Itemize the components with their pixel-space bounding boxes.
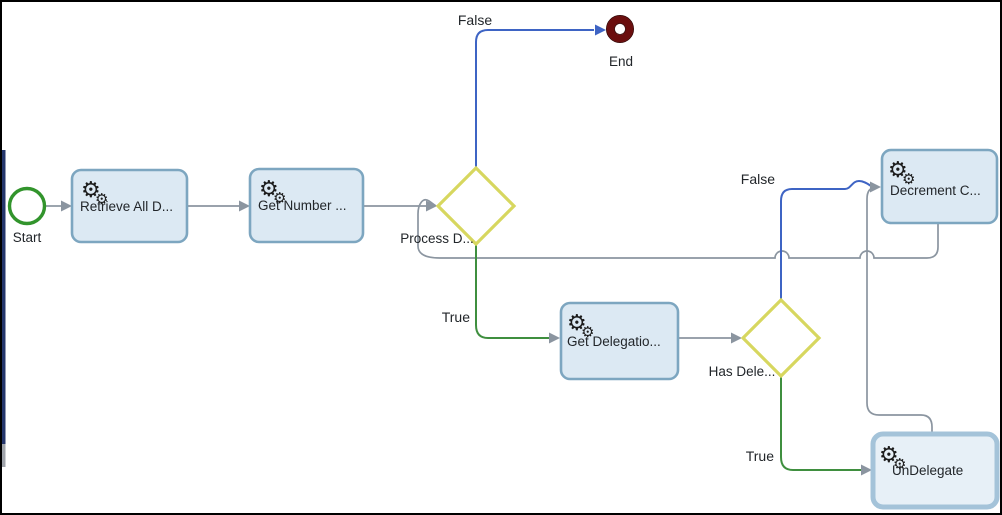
gears-icon: ⚙ ⚙: [879, 442, 906, 473]
arrowhead: [870, 181, 881, 193]
edge-hasdele-true-to-undelegate[interactable]: [780, 377, 872, 476]
arrowhead: [239, 200, 250, 212]
svg-text:⚙: ⚙: [273, 190, 286, 207]
task-label: Get Number ...: [258, 198, 347, 213]
task-label: Retrieve All D...: [80, 199, 173, 214]
arrowhead: [549, 332, 560, 344]
svg-text:⚙: ⚙: [567, 310, 587, 335]
left-panel-strip-lower: [2, 444, 6, 467]
task-label: UnDelegate: [892, 463, 963, 478]
edge-label-has-true: True: [746, 448, 774, 464]
edge-label-has-false: False: [741, 171, 775, 187]
edge-start-to-retrieve[interactable]: [45, 200, 72, 212]
arrowhead: [731, 332, 742, 344]
node-task-get-delegation[interactable]: ⚙ ⚙ Get Delegatio...: [559, 301, 680, 381]
gears-icon: ⚙ ⚙: [259, 176, 286, 207]
task-label: Get Delegatio...: [567, 334, 661, 349]
node-task-retrieve-all[interactable]: ⚙ ⚙ Retrieve All D...: [70, 168, 189, 244]
gears-icon: ⚙ ⚙: [81, 177, 108, 208]
edge-undelegate-to-decrement[interactable]: [866, 186, 933, 435]
node-task-decrement-counter[interactable]: ⚙ ⚙ Decrement C...: [880, 148, 999, 225]
node-task-get-number[interactable]: ⚙ ⚙ Get Number ...: [248, 167, 365, 244]
edge-decrement-to-processd[interactable]: [417, 199, 939, 259]
svg-text:⚙: ⚙: [81, 177, 101, 202]
svg-text:⚙: ⚙: [879, 442, 899, 467]
svg-text:⚙: ⚙: [888, 157, 908, 182]
gears-icon: ⚙ ⚙: [567, 310, 594, 341]
gears-icon: ⚙ ⚙: [888, 157, 915, 188]
node-start-event[interactable]: [7, 186, 47, 226]
node-gateway-process-decision[interactable]: [435, 165, 517, 247]
arrowhead: [595, 24, 606, 36]
svg-text:⚙: ⚙: [902, 171, 915, 188]
edge-retrieve-to-getnumber[interactable]: [187, 200, 250, 212]
svg-text:⚙: ⚙: [581, 324, 594, 341]
edge-label-process-true: True: [442, 309, 470, 325]
end-label: End: [609, 54, 633, 69]
arrowhead: [426, 200, 437, 212]
task-label: Decrement C...: [890, 183, 981, 198]
edge-getnumber-to-processd[interactable]: [363, 200, 437, 212]
edge-hasdele-false-to-decrement[interactable]: [780, 179, 881, 300]
node-gateway-has-delegation[interactable]: [740, 297, 822, 379]
start-label: Start: [13, 230, 42, 245]
edge-getdelegation-to-hasdele[interactable]: [678, 332, 742, 344]
gateway-label-has-delegation: Has Dele...: [709, 364, 776, 379]
node-end-event[interactable]: [606, 15, 634, 43]
gateway-label-process-decision: Process D...: [400, 231, 474, 246]
svg-text:⚙: ⚙: [259, 176, 279, 201]
arrowhead: [61, 200, 72, 212]
edge-processd-true-to-getdelegation[interactable]: [475, 245, 560, 344]
left-panel-strip: [2, 150, 6, 444]
svg-text:⚙: ⚙: [893, 456, 906, 473]
node-task-undelegate[interactable]: ⚙ ⚙ UnDelegate: [870, 431, 1000, 510]
svg-text:⚙: ⚙: [95, 191, 108, 208]
edge-label-process-false: False: [458, 12, 492, 28]
arrowhead: [861, 464, 872, 476]
edge-processd-false-to-end[interactable]: [475, 24, 606, 168]
